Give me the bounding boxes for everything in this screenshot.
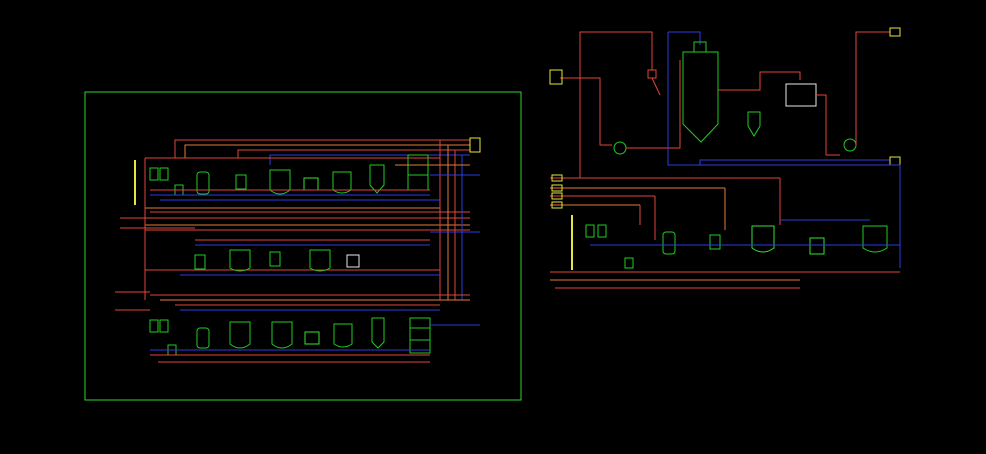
left-frame	[84, 91, 522, 401]
left-plant	[84, 91, 522, 401]
left-top-headers	[115, 139, 470, 311]
spray-dryer-unit	[549, 27, 901, 178]
left-upper-line	[134, 137, 481, 205]
extraction-line	[550, 164, 901, 289]
left-middle-line	[120, 227, 480, 272]
left-lower-line	[115, 309, 480, 363]
